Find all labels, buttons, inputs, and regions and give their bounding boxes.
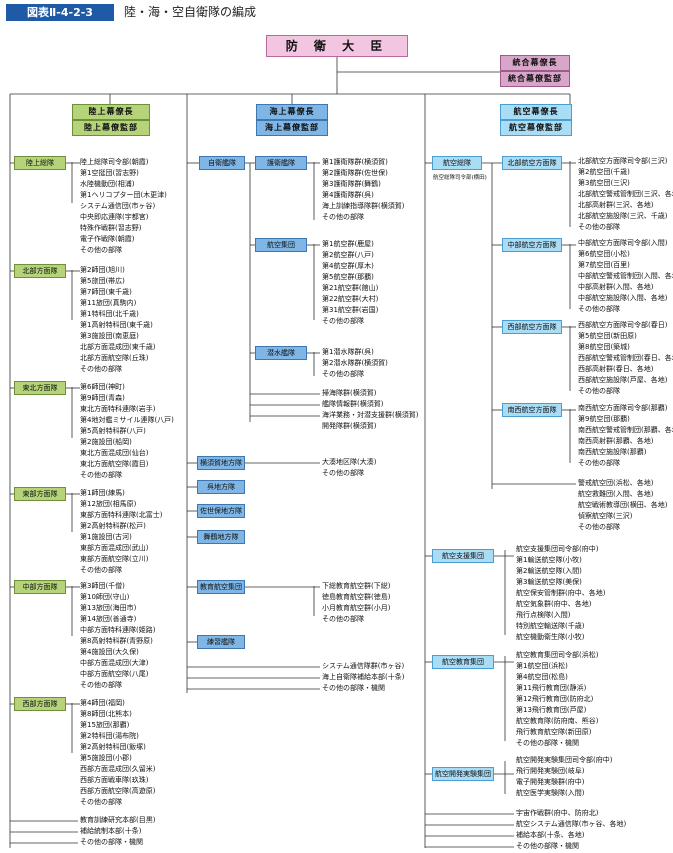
asdf-group-list: 航空支援集団司令部(府中)第1輸送航空隊(小牧)第2輸送航空隊(入間)第3輸送航… <box>516 545 606 641</box>
msdf-education-list: 下総教育航空群(下総)徳島教育航空群(徳島)小月教育航空群(小月)その他の部隊 <box>322 582 391 623</box>
gsdf-unit-list: 第2師団(旭川)第5旅団(帯広)第7師団(東千歳)第11旅団(真駒内)第1特科団… <box>80 266 156 373</box>
joint-staff-box: 統合幕僚監部 <box>500 71 570 87</box>
asdf-force-box: 西部航空方面隊 <box>502 320 562 334</box>
gsdf-unit-list: 第4師団(福岡)第8師団(北熊本)第15旅団(那覇)第2特科団(湯布院)第2高射… <box>80 699 156 806</box>
gsdf-unit-list: 第6師団(神町)第9師団(青森)東北方面特科連隊(岩手)第4地対艦ミサイル連隊(… <box>80 383 174 479</box>
asdf-force-list: 北部航空方面隊司令部(三沢)第2航空団(千歳)第3航空団(三沢)北部航空警戒管制… <box>578 157 673 231</box>
msdf-district-box: 舞鶴地方隊 <box>197 530 245 544</box>
msdf-staff-box: 海上幕僚監部 <box>256 120 328 136</box>
msdf-chief-box: 海上幕僚長 <box>256 104 328 120</box>
msdf-fleet-sub-list: 第1航空群(鹿屋)第2航空群(八戸)第4航空群(厚木)第5航空群(那覇)第21航… <box>322 240 379 325</box>
msdf-district-box: 呉地方隊 <box>197 480 245 494</box>
asdf-group-box: 航空教育集団 <box>432 655 494 669</box>
figure-id: 図表Ⅱ-4-2-3 <box>6 4 114 21</box>
asdf-adc-note: 航空総隊司令部(横田) <box>433 175 487 181</box>
asdf-group-list: 航空教育集団司令部(浜松)第1航空団(浜松)第4航空団(松島)第11飛行教育団(… <box>516 651 599 747</box>
gsdf-unit-list: 第1師団(練馬)第12旅団(相馬原)東部方面特科連隊(北富士)第2高射特科群(松… <box>80 489 163 574</box>
gsdf-staff-box: 陸上幕僚監部 <box>72 120 150 136</box>
asdf-force-list: 南西航空方面隊司令部(那覇)第9航空団(那覇)南西航空警戒管制団(那覇、各地)南… <box>578 404 673 467</box>
msdf-fleet-direct-list: 掃海隊群(横須賀)艦隊情報群(横須賀)海洋業務・対潜支援群(横須賀)開発隊群(横… <box>322 389 419 430</box>
gsdf-unit-list: 陸上総隊司令部(朝霞)第1空挺団(習志野)水陸機動団(相浦)第1ヘリコプター団(… <box>80 158 167 254</box>
gsdf-unit-box: 西部方面隊 <box>14 697 66 711</box>
msdf-fleet-sub-box: 航空集団 <box>255 238 307 252</box>
figure-title: 陸・海・空自衛隊の編成 <box>124 5 257 19</box>
msdf-education-box: 教育航空集団 <box>197 580 245 594</box>
asdf-force-box: 北部航空方面隊 <box>502 156 562 170</box>
msdf-district-box: 横須賀地方隊 <box>197 456 245 470</box>
gsdf-unit-box: 北部方面隊 <box>14 264 66 278</box>
gsdf-unit-box: 東部方面隊 <box>14 487 66 501</box>
minister-box: 防 衛 大 臣 <box>266 35 408 57</box>
joint-chief-box: 統合幕僚長 <box>500 55 570 71</box>
asdf-adc-box: 航空総隊 <box>432 156 482 170</box>
gsdf-unit-box: 陸上総隊 <box>14 156 66 170</box>
asdf-force-list: 中部航空方面隊司令部(入間)第6航空団(小松)第7航空団(百里)中部航空警戒管制… <box>578 239 673 313</box>
gsdf-unit-box: 東北方面隊 <box>14 381 66 395</box>
asdf-adc-others-list: 警戒航空団(浜松、各地)航空救難団(入間、各地)航空戦術教導団(横田、各地)偵察… <box>578 479 668 531</box>
msdf-district-list: 大湊地区隊(大湊)その他の部隊 <box>322 458 377 477</box>
msdf-training-box: 練習艦隊 <box>197 635 245 649</box>
msdf-fleet-sub-box: 護衛艦隊 <box>255 156 307 170</box>
gsdf-unit-list: 第3師団(千僧)第10師団(守山)第13旅団(海田市)第14旅団(善通寺)中部方… <box>80 582 156 689</box>
msdf-fleet-sub-box: 潜水艦隊 <box>255 346 307 360</box>
msdf-fleet-sub-list: 第1潜水隊群(呉)第2潜水隊群(横須賀)その他の部隊 <box>322 348 388 378</box>
gsdf-others-list: 教育訓練研究本部(目黒)補給統制本部(十条)その他の部隊・機関 <box>80 816 156 846</box>
msdf-fleet-box: 自衛艦隊 <box>199 156 245 170</box>
asdf-group-box: 航空支援集団 <box>432 549 494 563</box>
asdf-chief-box: 航空幕僚長 <box>500 104 572 120</box>
gsdf-chief-box: 陸上幕僚長 <box>72 104 150 120</box>
asdf-group-list: 航空開発実験集団司令部(府中)飛行開発実験団(岐阜)電子開発実験群(府中)航空医… <box>516 756 613 797</box>
asdf-group-box: 航空開発実験集団 <box>432 767 494 781</box>
msdf-district-box: 佐世保地方隊 <box>197 504 245 518</box>
msdf-fleet-sub-list: 第1護衛隊群(横須賀)第2護衛隊群(佐世保)第3護衛隊群(舞鶴)第4護衛隊群(呉… <box>322 158 405 221</box>
asdf-staff-box: 航空幕僚監部 <box>500 120 572 136</box>
asdf-force-box: 南西航空方面隊 <box>502 403 562 417</box>
asdf-force-box: 中部航空方面隊 <box>502 238 562 252</box>
asdf-force-list: 西部航空方面隊司令部(春日)第5航空団(新田原)第8航空団(築城)西部航空警戒管… <box>578 321 673 395</box>
gsdf-unit-box: 中部方面隊 <box>14 580 66 594</box>
msdf-others-list: システム通信隊群(市ヶ谷)海上自衛隊補給本部(十条)その他の部隊・機関 <box>322 662 405 692</box>
asdf-others-list: 宇宙作戦群(府中、防府北)航空システム通信隊(市ヶ谷、各地)補給本部(十条、各地… <box>516 809 627 850</box>
